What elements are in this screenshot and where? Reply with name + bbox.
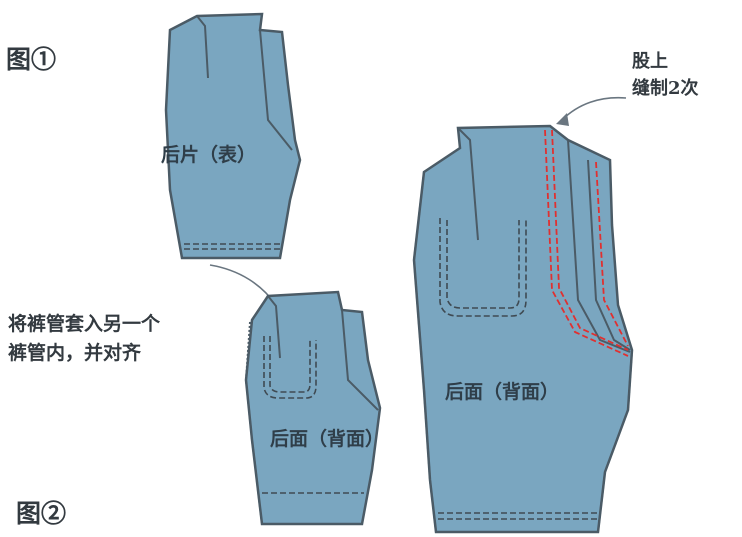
crotch-note: 股上 缝制2次 (632, 48, 699, 102)
figure1-label: 图① (6, 45, 57, 74)
large-piece-fig3 (412, 124, 634, 534)
instruction-note-line1: 将裤管套入另一个 (8, 313, 161, 335)
crotch-arrow (561, 96, 627, 121)
back-piece-fig1 (164, 12, 302, 260)
fig3-panel-label: 后面（背面） (445, 381, 560, 403)
back-piece-label: 后片（表） (161, 144, 257, 166)
crotch-note-line1: 股上 (632, 51, 668, 72)
inserted-leg-fig2 (244, 290, 382, 526)
crotch-note-line2: 缝制2次 (632, 78, 699, 99)
figure2-label: 图② (16, 499, 67, 528)
instruction-note-line2: 裤管内，并对齐 (8, 342, 142, 364)
fig2-panel-label: 后面（背面） (270, 428, 385, 450)
instruction-note: 将裤管套入另一个 裤管内，并对齐 (8, 310, 160, 368)
